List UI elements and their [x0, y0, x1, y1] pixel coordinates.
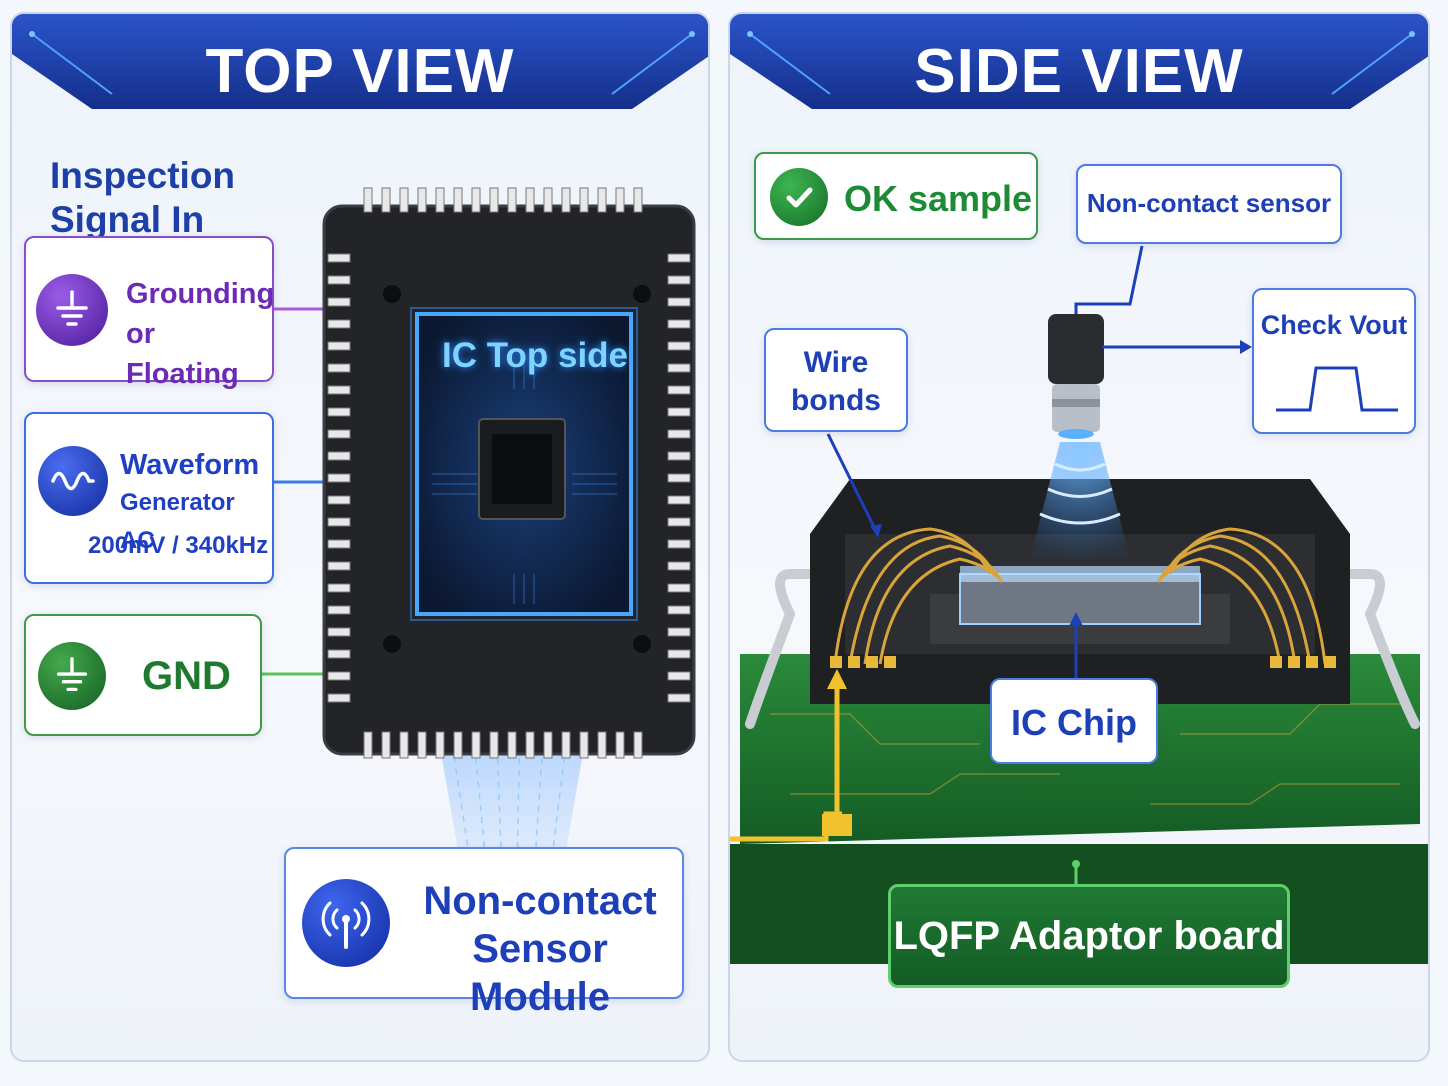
side-view-banner: SIDE VIEW	[730, 14, 1428, 124]
sine-wave-icon	[38, 446, 108, 516]
check-icon	[770, 168, 828, 226]
banner-shape	[730, 14, 1428, 109]
ground-icon	[38, 642, 106, 710]
ic-chip-label: IC Chip	[1011, 702, 1137, 743]
banner-shape	[12, 14, 708, 109]
wire-bonds-line2: bonds	[791, 384, 881, 417]
side-view-title: SIDE VIEW	[914, 37, 1244, 106]
sensor-module-line1: Non-contact	[423, 879, 657, 923]
non-contact-sensor-label-card: Non-contact sensor	[1076, 164, 1342, 244]
ground-icon	[36, 274, 108, 346]
non-contact-sensor-label: Non-contact sensor	[1086, 188, 1332, 218]
ic-chip-card: IC Chip	[990, 678, 1158, 764]
sensor-module-card: Non-contact Sensor Module	[284, 847, 684, 1019]
waveform-line2: Generator AC	[120, 489, 235, 554]
wire-bonds-line1: Wire	[803, 346, 869, 379]
check-vout-label: Check Vout	[1260, 310, 1408, 340]
grounding-line1: Grounding	[126, 278, 275, 310]
top-view-title: TOP VIEW	[205, 37, 515, 106]
ic-top-side-label: IC Top side	[442, 336, 629, 375]
wire-bonds-card: Wire bonds	[764, 328, 908, 432]
gnd-label: GND	[142, 654, 231, 698]
gnd-card: GND	[24, 614, 262, 736]
waveform-line3: 200mV / 340kHz	[88, 532, 269, 559]
ic-top-view-illustration	[322, 187, 696, 875]
lqfp-adaptor-board-label: LQFP Adaptor board	[888, 884, 1290, 988]
inspection-signal-title: Inspection Signal In	[50, 154, 235, 242]
ok-sample-label: OK sample	[844, 178, 1033, 219]
grounding-card: Grounding or Floating	[24, 236, 275, 390]
section-title-line2: Signal In	[50, 199, 205, 240]
pulse-waveform-icon	[1276, 366, 1398, 412]
sensor-module-line2: Sensor Module	[470, 927, 610, 1019]
waveform-generator-card: Waveform Generator AC 200mV / 340kHz	[24, 412, 274, 584]
top-view-banner: TOP VIEW	[12, 14, 708, 124]
top-view-panel: TOP VIEW Inspection Signal In Grounding …	[10, 12, 710, 1062]
section-title-line1: Inspection	[50, 155, 236, 196]
waveform-line1: Waveform	[120, 449, 260, 481]
grounding-line2: or Floating	[126, 318, 239, 390]
check-vout-card: Check Vout	[1252, 288, 1416, 434]
ok-sample-badge: OK sample	[754, 152, 1038, 240]
antenna-signal-icon	[302, 879, 390, 967]
